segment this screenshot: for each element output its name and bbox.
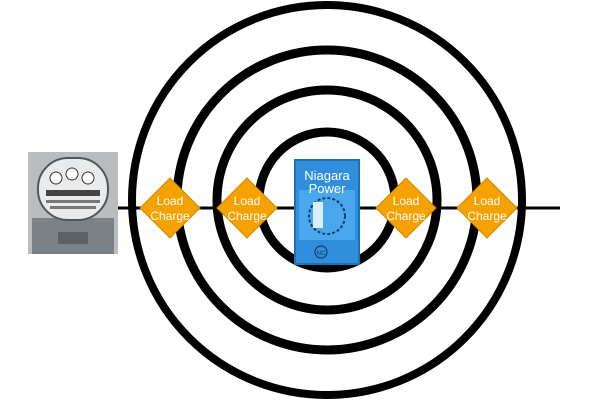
node-3-line2: Charge [386, 209, 426, 223]
node-4-line2: Charge [467, 209, 507, 223]
electric-meter-icon [28, 152, 118, 254]
load-charge-node-4: Load Charge [456, 177, 518, 239]
box-badge: NC [317, 251, 326, 257]
node-3-line1: Load [393, 194, 420, 208]
product-box-icon: Niagara Power NC [294, 159, 360, 265]
box-label-line1: Niagara [304, 168, 350, 183]
load-charge-node-1: Load Charge [139, 177, 201, 239]
ring-2 [212, 85, 442, 315]
load-charge-node-2: Load Charge [216, 177, 278, 239]
node-2-line2: Charge [227, 209, 267, 223]
node-1-line2: Charge [150, 209, 190, 223]
node-1-line1: Load [157, 194, 184, 208]
node-4-line1: Load [474, 194, 501, 208]
box-label-line2: Power [309, 181, 347, 196]
load-charge-node-3: Load Charge [375, 177, 437, 239]
ring-4 [128, 1, 527, 399]
node-2-line1: Load [234, 194, 261, 208]
